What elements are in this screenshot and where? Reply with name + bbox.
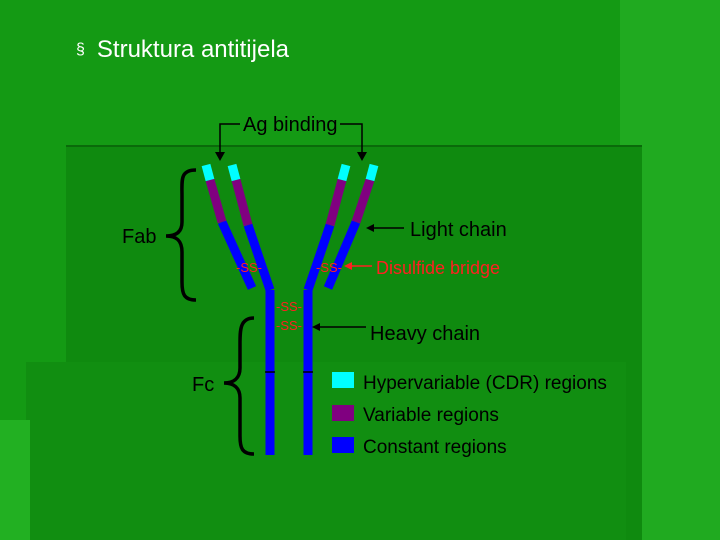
- light-chain-arm-right-variable: [351, 178, 375, 224]
- ag-binding-bracket-right: [340, 123, 363, 155]
- legend-label-variable: Variable regions: [363, 405, 499, 426]
- legend-swatch-constant: [332, 437, 354, 453]
- fab-label: Fab: [122, 226, 156, 248]
- lower-panel: [26, 362, 626, 540]
- light-chain-arm-left-cdr: [201, 163, 215, 182]
- ag-binding-label: Ag binding: [243, 114, 338, 136]
- heavy-chain-arm-right-cdr: [337, 163, 351, 182]
- slide-title: Struktura antitijela: [96, 36, 289, 63]
- heavy-chain-arm-left-variable: [231, 178, 253, 227]
- fab-brace: [165, 168, 197, 302]
- heavy-chain-arm-right-constant: [303, 223, 335, 292]
- disulfide-left-label: -SS-: [236, 260, 262, 275]
- disulfide-bridge-label: Disulfide bridge: [376, 258, 500, 278]
- legend-swatch-hypervariable: [332, 372, 354, 388]
- light-chain-arm-right-cdr: [365, 163, 379, 182]
- light-chain-label: Light chain: [410, 219, 507, 241]
- legend-swatch-variable: [332, 405, 354, 421]
- heavy-chain-arm-left-constant: [243, 223, 275, 292]
- fc-label: Fc: [192, 374, 214, 396]
- light-chain-arm-right-constant: [323, 220, 361, 290]
- bullet-icon: §: [76, 41, 85, 58]
- legend-label-constant: Constant regions: [363, 437, 507, 458]
- light-chain-arm-left-constant: [217, 220, 257, 290]
- ag-binding-bracket-left: [219, 123, 240, 155]
- disulfide-right-label: -SS-: [316, 260, 342, 275]
- heavy-chain-arm-left-cdr: [227, 163, 241, 182]
- disulfide-hinge-label-1: -SS-: [276, 299, 302, 314]
- light-chain-arm-left-variable: [205, 178, 227, 224]
- heavy-chain-label: Heavy chain: [370, 323, 480, 345]
- legend: Hypervariable (CDR) regions Variable reg…: [332, 372, 607, 458]
- fc-brace: [223, 316, 255, 456]
- slide-title-row: § Struktura antitijela: [76, 34, 289, 66]
- legend-label-hypervariable: Hypervariable (CDR) regions: [363, 373, 607, 394]
- disulfide-hinge-label-2: -SS-: [276, 318, 302, 333]
- heavy-chain-arm-right-variable: [325, 178, 347, 227]
